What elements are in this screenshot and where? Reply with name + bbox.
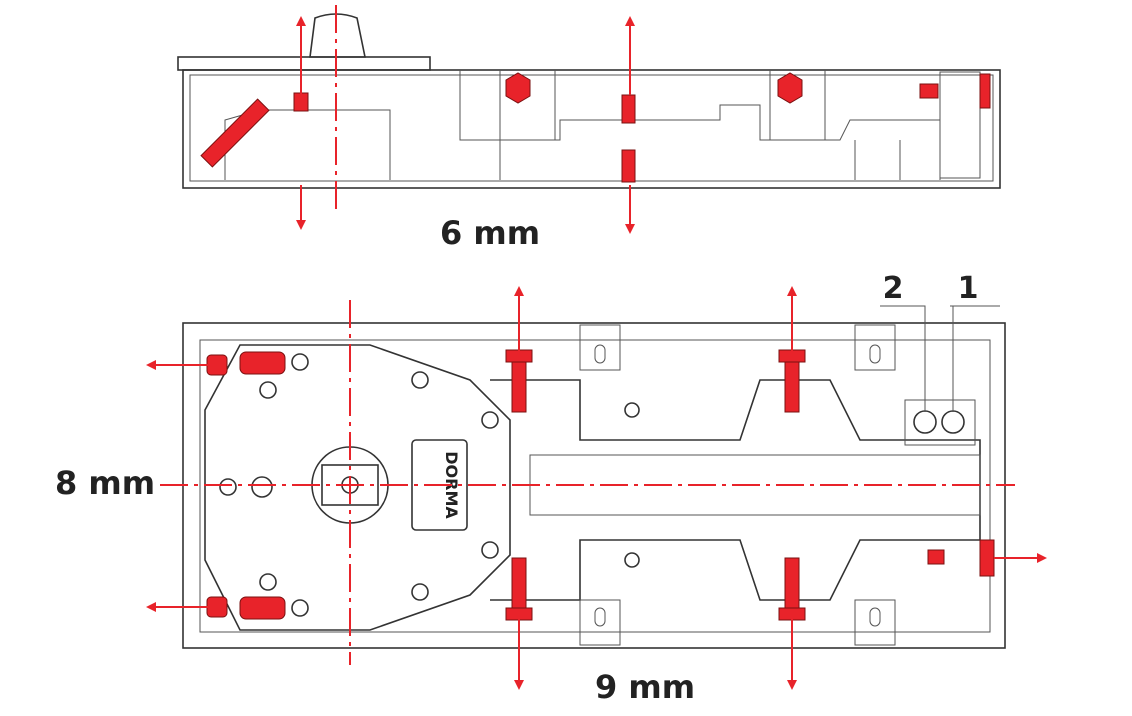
adjust-bolt xyxy=(919,83,939,99)
plan-view: DORMA 2 1 8 mm 9 mm xyxy=(55,271,1047,706)
top-side-view: 6 mm xyxy=(177,5,1001,252)
cam-plate xyxy=(204,344,511,631)
hex-nut xyxy=(505,72,531,104)
dimension-label-6mm: 6 mm xyxy=(440,214,540,252)
adjust-bolt xyxy=(979,73,991,109)
dimension-label-9mm: 9 mm xyxy=(595,668,695,706)
dimension-label-8mm: 8 mm xyxy=(55,464,155,502)
adjust-bolt xyxy=(621,149,636,183)
adjust-bolt xyxy=(621,94,636,124)
hex-nut xyxy=(777,72,803,104)
callout-2: 2 xyxy=(883,271,904,306)
housing-side xyxy=(182,69,1001,189)
spindle-knob xyxy=(309,13,366,58)
callout-1: 1 xyxy=(958,271,979,306)
angled-bolt xyxy=(200,98,270,168)
